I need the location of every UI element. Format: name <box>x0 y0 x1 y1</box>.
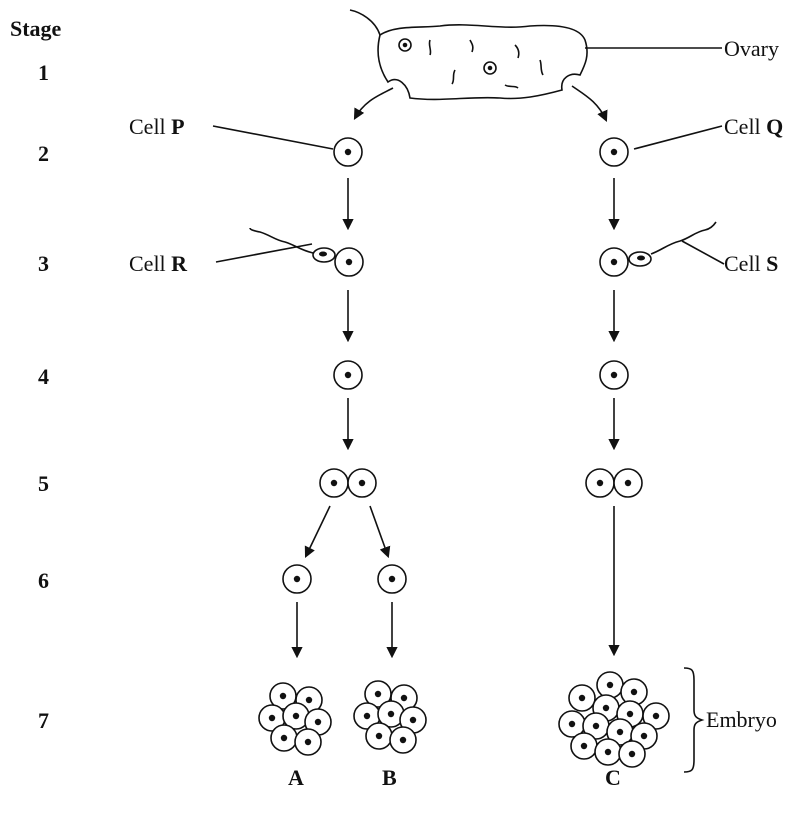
stage-number: 5 <box>38 471 49 496</box>
ovary-label: Ovary <box>724 36 779 61</box>
stage-heading: Stage <box>10 16 62 41</box>
stage-number: 7 <box>38 708 49 733</box>
embryo-a-cell <box>270 724 298 752</box>
cell-stage4-right <box>599 360 629 390</box>
embryo-brace <box>683 667 705 773</box>
cell-q-leader-line <box>633 125 723 150</box>
cell-q-letter: Q <box>766 114 784 139</box>
embryo-b-cell <box>365 722 393 750</box>
ovary-to-p-arrow <box>353 87 394 120</box>
arrow-5-6-b <box>369 505 391 559</box>
cell-stage5-right-b <box>613 468 643 498</box>
sperm-s <box>628 221 717 267</box>
cell-q <box>599 137 629 167</box>
cell-p-leader-line <box>212 125 334 150</box>
cells-layer <box>258 137 670 768</box>
cell-p <box>333 137 363 167</box>
ovary-shape <box>349 9 588 101</box>
zygote-cell-right <box>599 247 629 277</box>
embryo-c-cell <box>594 738 622 766</box>
cell-p-letter: P <box>171 114 185 139</box>
ovary-to-q-arrow <box>571 85 608 123</box>
embryo-a-cell <box>282 702 310 730</box>
embryo-letter-b: B <box>382 765 397 790</box>
embryo-c-cell <box>618 740 646 768</box>
cell-s-prefix: Cell <box>724 251 761 276</box>
cell-p-prefix: Cell <box>129 114 166 139</box>
cell-stage5-left-a <box>319 468 349 498</box>
embryo-c-cell <box>568 684 596 712</box>
cell-stage6-a <box>282 564 312 594</box>
cell-q-label: Cell Q <box>724 116 783 138</box>
cell-r-leader-line <box>215 243 313 263</box>
cell-stage5-left-b <box>347 468 377 498</box>
embryo-letter-c: C <box>605 765 621 790</box>
embryo-c-cell <box>596 671 624 699</box>
stage-number: 4 <box>38 364 49 389</box>
cell-stage6-b <box>377 564 407 594</box>
cell-s-leader-line <box>681 240 725 265</box>
embryo-c-cell <box>570 732 598 760</box>
stage-number: 3 <box>38 251 49 276</box>
stage-number: 6 <box>38 568 49 593</box>
embryo-a-cell <box>294 728 322 756</box>
embryo-c-cell <box>642 702 670 730</box>
arrow-5-6-a <box>304 505 331 559</box>
embryo-label: Embryo <box>706 707 777 732</box>
zygote-cell-left <box>334 247 364 277</box>
cell-r-prefix: Cell <box>129 251 166 276</box>
stage-number: 2 <box>38 141 49 166</box>
cell-q-prefix: Cell <box>724 114 761 139</box>
cell-stage5-right-a <box>585 468 615 498</box>
embryo-c-cell <box>558 710 586 738</box>
cell-r-label: Cell R <box>129 253 187 275</box>
embryo-b-cell <box>389 726 417 754</box>
cell-p-label: Cell P <box>129 116 185 138</box>
embryo-b-cell <box>377 700 405 728</box>
embryo-b-cell <box>353 702 381 730</box>
embryo-letter-a: A <box>288 765 304 790</box>
cell-s-letter: S <box>766 251 779 276</box>
cell-s-label: Cell S <box>724 253 778 275</box>
cell-stage4-left <box>333 360 363 390</box>
sperm-r <box>249 227 336 263</box>
cell-r-letter: R <box>171 251 188 276</box>
stage-number: 1 <box>38 60 49 85</box>
